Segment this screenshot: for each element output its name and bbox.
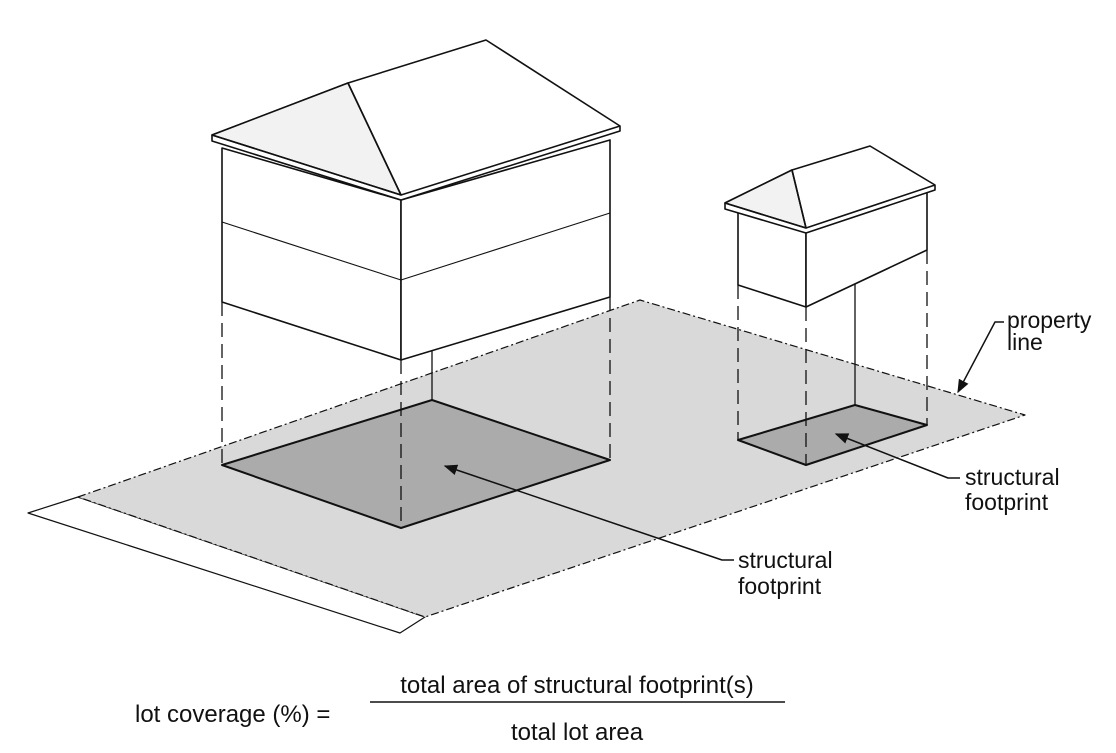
- property-line-label-1: property: [1007, 307, 1092, 333]
- large-footprint: [221, 399, 611, 529]
- property-line-leader: [957, 321, 1004, 394]
- large-footprint-label-1: structural: [738, 547, 833, 573]
- small-footprint-label-1: structural: [965, 464, 1060, 490]
- property-line-label-2: line: [1007, 329, 1043, 355]
- formula-denominator: total lot area: [511, 719, 644, 746]
- large-footprint-label-2: footprint: [738, 573, 822, 599]
- formula-numerator: total area of structural footprint(s): [400, 672, 753, 699]
- large-footprint-leader: [443, 464, 734, 561]
- small-house: [724, 145, 936, 308]
- formula-lhs: lot coverage (%) =: [135, 701, 330, 728]
- small-footprint-label-2: footprint: [965, 489, 1049, 515]
- large-house: [211, 39, 621, 361]
- small-footprint-leader: [834, 433, 960, 479]
- projection-lines: [221, 250, 928, 528]
